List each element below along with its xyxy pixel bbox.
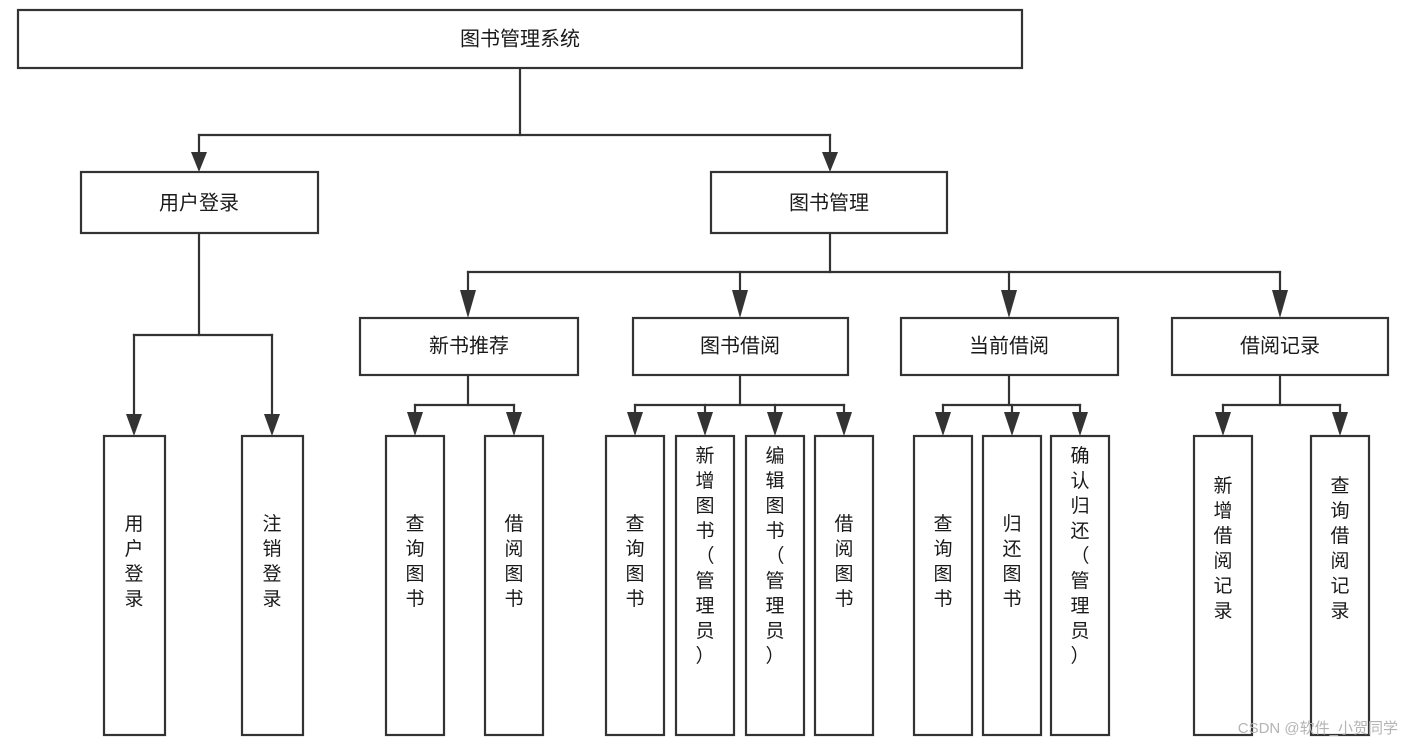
arrow-to-leaf-query-book-3 — [935, 412, 951, 436]
leaf-query-record[interactable]: 查询借阅记录 — [1309, 434, 1371, 737]
node-root-label: 图书管理系统 — [460, 27, 580, 50]
leaf-query-record-label: 查询借阅记录 — [1330, 475, 1349, 622]
leaf-borrow-book-1-box[interactable] — [483, 434, 545, 737]
leaf-add-book[interactable]: 新增图书（管理员） — [674, 434, 736, 737]
leaf-query-book-3[interactable]: 查询图书 — [912, 434, 974, 737]
arrow-to-book-borrow — [732, 290, 748, 318]
leaf-add-record-label: 新增借阅记录 — [1213, 475, 1232, 622]
arrow-to-borrow-record — [1272, 290, 1288, 318]
leaf-borrow-book-2-box[interactable] — [813, 434, 875, 737]
node-book-manage[interactable]: 图书管理 — [709, 170, 949, 235]
node-current-borrow-box[interactable] — [899, 316, 1120, 377]
leaf-query-book-1-box[interactable] — [384, 434, 446, 737]
node-book-manage-box[interactable] — [709, 170, 949, 235]
arrow-to-leaf-return-book — [1004, 412, 1020, 436]
leaf-query-book-2-box[interactable] — [604, 434, 666, 737]
leaf-add-record[interactable]: 新增借阅记录 — [1192, 434, 1254, 737]
arrow-to-user-login — [191, 152, 207, 172]
arrow-to-leaf-edit-book — [767, 412, 783, 436]
leaf-query-record-box[interactable] — [1309, 434, 1371, 737]
leaf-add-book-label: 新增图书（管理员） — [695, 445, 714, 667]
node-current-borrow-label: 当前借阅 — [969, 334, 1049, 357]
arrow-to-leaf-query-book-2 — [627, 412, 643, 436]
arrow-to-leaf-add-record — [1215, 412, 1231, 436]
leaf-query-book-2[interactable]: 查询图书 — [604, 434, 666, 737]
node-root[interactable]: 图书管理系统 — [16, 8, 1024, 70]
arrow-to-book-manage — [822, 152, 838, 172]
leaf-query-book-3-box[interactable] — [912, 434, 974, 737]
arrow-to-new-book-rec — [460, 290, 476, 318]
leaf-query-book-3-label: 查询图书 — [933, 513, 952, 610]
node-book-borrow-label: 图书借阅 — [700, 334, 780, 357]
leaf-query-book-2-label: 查询图书 — [625, 513, 644, 610]
node-book-manage-label: 图书管理 — [789, 191, 869, 214]
leaf-borrow-book-2[interactable]: 借阅图书 — [813, 434, 875, 737]
leaf-user-logout-box[interactable] — [240, 434, 305, 737]
leaf-add-book-box[interactable] — [674, 434, 736, 737]
arrow-to-current-borrow — [1001, 290, 1017, 318]
leaf-return-book[interactable]: 归还图书 — [981, 434, 1043, 737]
node-book-borrow[interactable]: 图书借阅 — [631, 316, 850, 377]
node-user-login[interactable]: 用户登录 — [79, 170, 320, 235]
leaf-user-login-label: 用户登录 — [124, 514, 143, 610]
arrow-to-leaf-borrow-book-1 — [506, 412, 522, 436]
leaf-borrow-book-1-label: 借阅图书 — [504, 513, 523, 610]
leaf-edit-book-label: 编辑图书（管理员） — [765, 445, 784, 667]
leaf-return-book-label: 归还图书 — [1002, 513, 1021, 610]
node-current-borrow[interactable]: 当前借阅 — [899, 316, 1120, 377]
arrow-to-leaf-borrow-book-2 — [836, 412, 852, 436]
leaf-add-record-box[interactable] — [1192, 434, 1254, 737]
leaf-confirm-return[interactable]: 确认归还（管理员） — [1049, 434, 1111, 737]
leaf-edit-book[interactable]: 编辑图书（管理员） — [744, 434, 806, 737]
arrow-to-leaf-query-record — [1332, 412, 1348, 436]
leaf-user-logout-label: 注销登录 — [262, 513, 281, 610]
leaf-query-book-1[interactable]: 查询图书 — [384, 434, 446, 737]
node-new-book-rec-label: 新书推荐 — [429, 334, 509, 357]
arrow-to-leaf-confirm-return — [1072, 412, 1088, 436]
csdn-watermark: CSDN @软件_小贺同学 — [1238, 720, 1398, 737]
node-book-borrow-box[interactable] — [631, 316, 850, 377]
node-borrow-record[interactable]: 借阅记录 — [1170, 316, 1390, 377]
arrow-to-leaf-user-login — [126, 414, 142, 436]
node-borrow-record-box[interactable] — [1170, 316, 1390, 377]
leaf-confirm-return-label: 确认归还（管理员） — [1070, 445, 1089, 667]
node-user-login-box[interactable] — [79, 170, 320, 235]
arrow-to-leaf-query-book-1 — [407, 412, 423, 436]
leaf-borrow-book-2-label: 借阅图书 — [834, 513, 853, 610]
node-user-login-label: 用户登录 — [159, 191, 239, 214]
node-root-box[interactable] — [16, 8, 1024, 70]
leaf-borrow-book-1[interactable]: 借阅图书 — [483, 434, 545, 737]
leaf-edit-book-box[interactable] — [744, 434, 806, 737]
leaf-user-login[interactable]: 用户登录 — [102, 434, 167, 737]
leaf-return-book-box[interactable] — [981, 434, 1043, 737]
connector-layer — [126, 66, 1348, 436]
node-borrow-record-label: 借阅记录 — [1240, 334, 1320, 357]
leaf-query-book-1-label: 查询图书 — [405, 513, 424, 610]
arrow-to-leaf-user-logout — [264, 414, 280, 436]
leaf-confirm-return-box[interactable] — [1049, 434, 1111, 737]
arrow-to-leaf-add-book — [697, 412, 713, 436]
node-new-book-rec-box[interactable] — [358, 316, 580, 377]
leaf-user-login-box[interactable] — [102, 434, 167, 737]
leaf-user-logout[interactable]: 注销登录 — [240, 434, 305, 737]
node-new-book-rec[interactable]: 新书推荐 — [358, 316, 580, 377]
